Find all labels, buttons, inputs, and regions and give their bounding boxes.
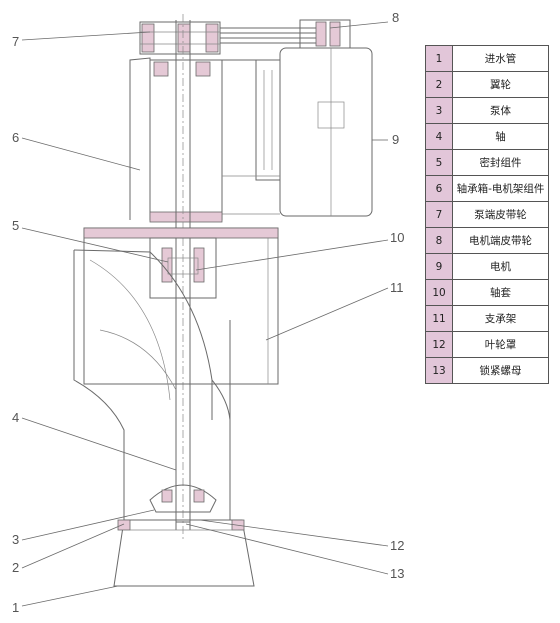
legend-part-number: 13 xyxy=(425,357,453,384)
callout-1: 1 xyxy=(12,600,19,615)
callout-10: 10 xyxy=(390,230,404,245)
motor-pulley xyxy=(299,19,351,49)
legend-part-number: 8 xyxy=(425,227,453,254)
legend-part-number: 10 xyxy=(425,279,453,306)
legend-part-name: 叶轮罩 xyxy=(452,331,549,358)
callout-2: 2 xyxy=(12,560,19,575)
legend-part-name: 进水管 xyxy=(452,45,549,72)
legend-part-number: 6 xyxy=(425,175,453,202)
legend-part-number: 9 xyxy=(425,253,453,280)
legend-part-number: 1 xyxy=(425,45,453,72)
leader-lines xyxy=(21,21,389,607)
inlet-pipe xyxy=(113,519,255,587)
legend-part-name: 泵端皮带轮 xyxy=(452,201,549,228)
legend-part-name: 电机 xyxy=(452,253,549,280)
shaft xyxy=(175,14,191,540)
legend-part-number: 12 xyxy=(425,331,453,358)
legend-part-name: 锁紧螺母 xyxy=(452,357,549,384)
legend-part-number: 3 xyxy=(425,97,453,124)
callout-13: 13 xyxy=(390,566,404,581)
bearing-housing-frame xyxy=(129,57,280,223)
legend-part-name: 轴承箱-电机架组件 xyxy=(452,175,549,202)
callout-11: 11 xyxy=(390,280,404,295)
callout-5: 5 xyxy=(12,218,19,233)
motor xyxy=(255,47,373,217)
legend-part-name: 轴套 xyxy=(452,279,549,306)
callout-7: 7 xyxy=(12,34,19,49)
callout-9: 9 xyxy=(392,132,399,147)
pump-pulley xyxy=(139,21,221,55)
legend-part-name: 密封组件 xyxy=(452,149,549,176)
belts xyxy=(220,27,320,44)
callout-6: 6 xyxy=(12,130,19,145)
callout-8: 8 xyxy=(392,10,399,25)
callout-3: 3 xyxy=(12,532,19,547)
pump-body xyxy=(73,249,231,520)
legend-part-number: 2 xyxy=(425,71,453,98)
legend-part-name: 支承架 xyxy=(452,305,549,332)
pump-cross-section-drawing: 1 2 3 4 5 6 7 8 9 10 11 12 13 xyxy=(12,10,404,615)
impeller xyxy=(149,484,217,523)
legend-part-name: 轴 xyxy=(452,123,549,150)
legend-part-name: 翼轮 xyxy=(452,71,549,98)
legend-part-name: 电机端皮带轮 xyxy=(452,227,549,254)
legend-part-number: 7 xyxy=(425,201,453,228)
callout-4: 4 xyxy=(12,410,19,425)
callout-12: 12 xyxy=(390,538,404,553)
legend-part-name: 泵体 xyxy=(452,97,549,124)
legend-part-number: 5 xyxy=(425,149,453,176)
legend-part-number: 4 xyxy=(425,123,453,150)
legend-part-number: 11 xyxy=(425,305,453,332)
